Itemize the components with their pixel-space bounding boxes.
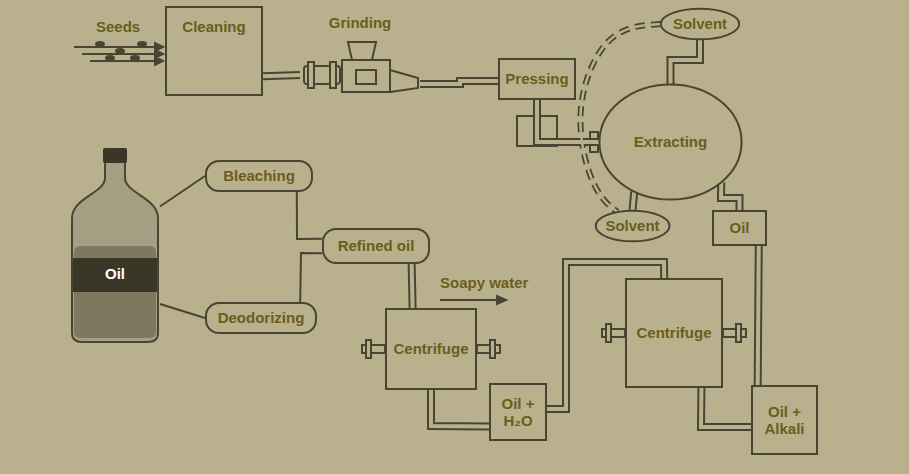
soapy-water-arrow: [440, 296, 506, 304]
bottle-outline: [70, 148, 160, 343]
oil-bottle: Oil: [70, 148, 160, 343]
node-text: Grinding: [329, 14, 392, 31]
pipe-bore: [758, 246, 759, 385]
node-text: Oil + H₂O: [495, 395, 541, 430]
node-text: Oil: [729, 219, 749, 236]
pipe: [632, 192, 634, 211]
pipe: [671, 39, 701, 84]
oil-tank: Oil: [712, 210, 767, 246]
pipe-bore: [420, 81, 498, 84]
node-text: Refined oil: [338, 237, 415, 254]
pipe: [263, 75, 300, 76]
bottle-liquid: [74, 246, 156, 338]
process-box: Cleaning: [165, 6, 263, 96]
process-band: Bleaching: [205, 160, 313, 192]
flow-label: Soapy water: [440, 274, 528, 291]
centrifuge-box: Centrifuge: [625, 278, 723, 388]
extractor-sphere: Extracting: [598, 82, 743, 202]
flow-line: [297, 192, 322, 239]
node-text: Oil: [105, 265, 125, 282]
grinder-machine: [304, 42, 418, 92]
node-text: Deodorizing: [218, 309, 305, 326]
pipe-bore: [721, 182, 740, 210]
flow-label: Seeds: [96, 18, 140, 35]
vessel-outline: [596, 211, 670, 242]
bottle-body: [72, 162, 158, 342]
pipe: [431, 390, 489, 427]
node-text: Cleaning: [182, 18, 245, 35]
vessel-outline: [599, 84, 741, 199]
pipe-bore: [671, 39, 701, 84]
pipe-bore: [263, 75, 300, 76]
pipe: [758, 246, 759, 385]
node-text: Solvent: [605, 217, 659, 234]
node-text: Solvent: [673, 15, 727, 32]
pipe-bore: [537, 100, 599, 142]
mixing-tank: Oil + Alkali: [751, 385, 818, 455]
pipe: [701, 388, 751, 427]
press-box: Pressing: [498, 58, 575, 100]
node-text: Extracting: [634, 133, 707, 150]
node-text: Bleaching: [223, 167, 295, 184]
pipe-bore: [431, 390, 489, 427]
mixing-tank: Oil + H₂O: [489, 383, 547, 441]
pipe: [420, 81, 498, 84]
pipe: [721, 182, 740, 210]
centrifuge-box: Centrifuge: [385, 308, 477, 390]
pipe-bore: [701, 388, 751, 427]
bottle-cap: [103, 148, 127, 163]
flow-line: [300, 253, 322, 302]
node-text: Oil + Alkali: [757, 403, 812, 438]
process-band: Deodorizing: [205, 302, 317, 334]
flow-line: [160, 304, 205, 318]
bottle-label-band: [73, 258, 157, 292]
node-text: Pressing: [505, 70, 568, 87]
vessel-outline: [661, 9, 739, 40]
refined-oil-band: Refined oil: [322, 228, 430, 264]
solvent-tank: Solvent: [660, 8, 740, 40]
seed-stream: [74, 42, 163, 65]
pipe: [408, 264, 417, 308]
solvent-tank: Solvent: [595, 210, 670, 242]
flow-line: [160, 176, 205, 207]
pipe-bore: [632, 192, 634, 211]
pipe: [537, 100, 599, 142]
node-text: Centrifuge: [637, 324, 712, 341]
grinder-unit: Grinding: [300, 12, 420, 102]
pipe-bore: [410, 264, 415, 308]
node-text: Centrifuge: [394, 340, 469, 357]
